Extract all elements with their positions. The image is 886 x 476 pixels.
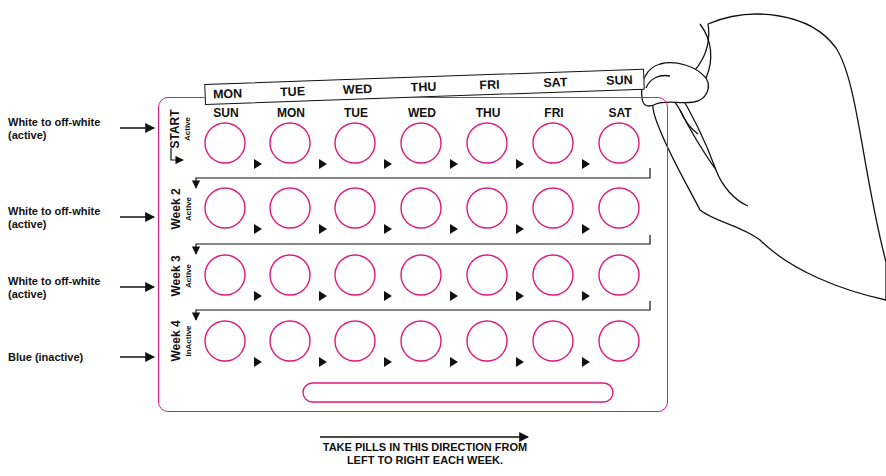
pill-blister (205, 123, 245, 163)
direction-arrowhead (319, 357, 327, 367)
direction-arrowhead (319, 291, 327, 301)
day-label: SUN (213, 107, 238, 121)
direction-arrowhead (582, 291, 590, 301)
direction-arrowhead (582, 224, 590, 234)
direction-arrowhead (384, 159, 392, 169)
pill-blister (533, 188, 573, 228)
hand-drawing (642, 14, 886, 300)
pill-blister (335, 321, 375, 361)
direction-arrowhead (450, 357, 458, 367)
week-label: Active (183, 117, 192, 141)
pill-blister (205, 255, 245, 295)
pill-blister (401, 321, 441, 361)
direction-arrowhead (516, 357, 524, 367)
pill-color-label: White to off-white (active) (8, 205, 120, 231)
direction-arrowhead (582, 159, 590, 169)
direction-arrowhead (516, 159, 524, 169)
sticker-day: SAT (543, 75, 568, 90)
pill-blister (599, 255, 639, 295)
direction-arrowhead (450, 159, 458, 169)
direction-arrowhead (384, 291, 392, 301)
pill-blister (270, 123, 310, 163)
pill-color-label: White to off-white (active) (8, 275, 120, 301)
direction-arrowhead (516, 291, 524, 301)
pill-blister (599, 123, 639, 163)
week-label: Week 4 (170, 320, 184, 361)
pill-blister (270, 188, 310, 228)
day-label: MON (277, 107, 305, 121)
sticker-day: TUE (280, 84, 305, 99)
pill-blister (335, 255, 375, 295)
day-label: TUE (344, 107, 368, 121)
direction-arrowhead (254, 357, 262, 367)
direction-arrowhead (450, 291, 458, 301)
week-label: InActive (184, 325, 193, 356)
week-label: Week 2 (170, 188, 184, 229)
pill-blister (401, 188, 441, 228)
pill-blister (533, 255, 573, 295)
pill-blister (533, 123, 573, 163)
direction-instruction: TAKE PILLS IN THIS DIRECTION FROM LEFT T… (321, 441, 529, 467)
day-label: WED (408, 107, 436, 121)
day-label: FRI (544, 107, 563, 121)
sticker-day: FRI (479, 78, 500, 93)
pointer-arrows (120, 128, 528, 437)
sticker-day: MON (213, 87, 243, 102)
direction-arrowhead (516, 224, 524, 234)
pill-blister (205, 321, 245, 361)
pill-blister (467, 321, 507, 361)
direction-arrowhead (582, 357, 590, 367)
week-label: Active (184, 264, 193, 288)
pill-blister (467, 188, 507, 228)
day-label-sticker: MON TUE WED THU FRI SAT SUN (204, 69, 644, 105)
pill-blister (533, 321, 573, 361)
row-connectors (171, 148, 650, 320)
direction-arrowhead (384, 357, 392, 367)
pill-blister (401, 123, 441, 163)
pill-blister (467, 255, 507, 295)
sticker-day: WED (343, 82, 373, 97)
direction-arrowhead (384, 224, 392, 234)
direction-arrowhead (254, 224, 262, 234)
pill-blister (599, 188, 639, 228)
pill-color-label: White to off-white (active) (8, 116, 120, 142)
card-slot (303, 383, 613, 402)
direction-arrowhead (254, 291, 262, 301)
week-label: Week 3 (170, 255, 184, 296)
sticker-day: SUN (606, 73, 633, 88)
day-label: THU (476, 107, 501, 121)
pill-blister (401, 255, 441, 295)
pill-blister (467, 123, 507, 163)
week-label: Active (184, 197, 193, 221)
pill-blister (335, 188, 375, 228)
direction-arrowhead (450, 224, 458, 234)
pill-color-label: Blue (inactive) (8, 351, 120, 364)
pill-blister (335, 123, 375, 163)
pill-pack-card: STARTActiveWeek 2ActiveWeek 3ActiveWeek … (158, 97, 668, 412)
week-label: START (169, 109, 183, 148)
pill-blister (270, 255, 310, 295)
pill-blister (599, 321, 639, 361)
direction-arrowhead (254, 159, 262, 169)
direction-arrowhead (319, 159, 327, 169)
pill-blisters (205, 123, 639, 367)
pill-blister (205, 188, 245, 228)
day-label: SAT (608, 107, 631, 121)
pill-blister (270, 321, 310, 361)
sticker-day: THU (410, 80, 436, 95)
direction-arrowhead (319, 224, 327, 234)
